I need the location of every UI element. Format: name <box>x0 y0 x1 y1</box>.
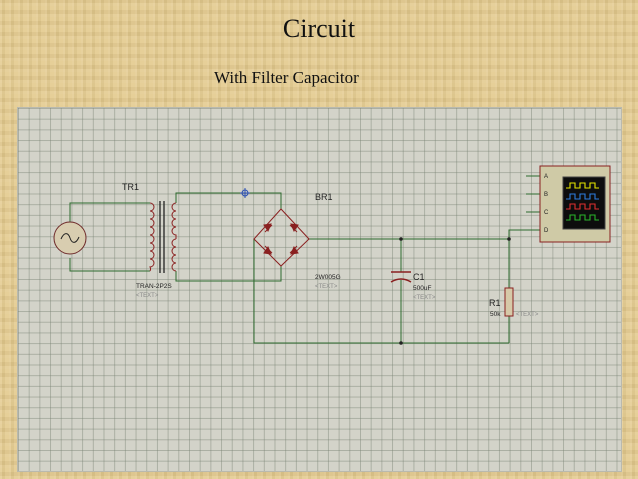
resistor-r1: R1 50k <TEXT> <box>489 287 539 318</box>
probe-marker <box>240 188 250 198</box>
transformer-ref: TR1 <box>122 182 139 192</box>
oscilloscope-screen <box>562 176 606 230</box>
slide-title: Circuit <box>282 14 356 43</box>
trace-yellow <box>566 182 599 189</box>
bridge-diodes <box>263 223 299 255</box>
trace-red <box>566 203 599 210</box>
bridge-rectifier-br1: BR1 2W005G <TEXT> <box>253 192 341 290</box>
oscilloscope-channel-a: A <box>544 174 548 180</box>
trace-blue <box>566 193 599 200</box>
schematic-canvas: TR1 TRAN-2P2S <TEXT> BR1 2W005G <box>17 107 622 472</box>
junction-dot <box>507 237 511 241</box>
junctions <box>399 237 511 345</box>
wire-source-bottom <box>69 258 150 272</box>
capacitor-plate-curved <box>390 278 412 283</box>
transformer-secondary-coil <box>171 202 177 239</box>
oscilloscope-channel-c: C <box>544 210 549 216</box>
oscilloscope-leads <box>526 175 540 231</box>
transformer-model: TRAN-2P2S <box>136 283 172 290</box>
transformer-tr1: TR1 TRAN-2P2S <TEXT> <box>122 182 177 299</box>
capacitor-value: 500uF <box>413 285 431 292</box>
resistor-ref: R1 <box>489 298 501 308</box>
transformer-text-placeholder: <TEXT> <box>136 293 159 299</box>
wire-negative-rail <box>253 239 509 344</box>
wire-secondary-top <box>175 192 282 209</box>
bridge-text-placeholder: <TEXT> <box>315 284 338 290</box>
wires <box>69 192 537 344</box>
wire-secondary-bottom <box>175 266 282 282</box>
bridge-model: 2W005G <box>315 274 341 281</box>
capacitor-c1: C1 500uF <TEXT> <box>390 271 436 301</box>
junction-dot <box>399 341 403 345</box>
bridge-body <box>253 208 310 267</box>
oscilloscope-channel-b: B <box>544 192 548 198</box>
oscilloscope-channel-d: D <box>544 228 549 234</box>
resistor-body <box>504 287 514 317</box>
bridge-ref: BR1 <box>315 192 333 202</box>
transformer-primary-coil <box>149 202 155 272</box>
resistor-text-placeholder: <TEXT> <box>516 312 539 318</box>
schematic-svg: TR1 TRAN-2P2S <TEXT> BR1 2W005G <box>53 165 611 345</box>
junction-dot <box>399 237 403 241</box>
wire-source-top <box>69 202 150 225</box>
wire-positive-rail <box>309 229 537 240</box>
trace-green <box>566 214 599 221</box>
oscilloscope-traces <box>566 182 599 221</box>
capacitor-ref: C1 <box>413 272 425 282</box>
transformer-secondary-coil <box>171 238 177 272</box>
ac-source <box>53 221 87 255</box>
oscilloscope: A B C D <box>526 165 611 243</box>
capacitor-text-placeholder: <TEXT> <box>413 295 436 301</box>
slide-subtitle: With Filter Capacitor <box>214 68 359 87</box>
resistor-value: 50k <box>490 311 501 318</box>
